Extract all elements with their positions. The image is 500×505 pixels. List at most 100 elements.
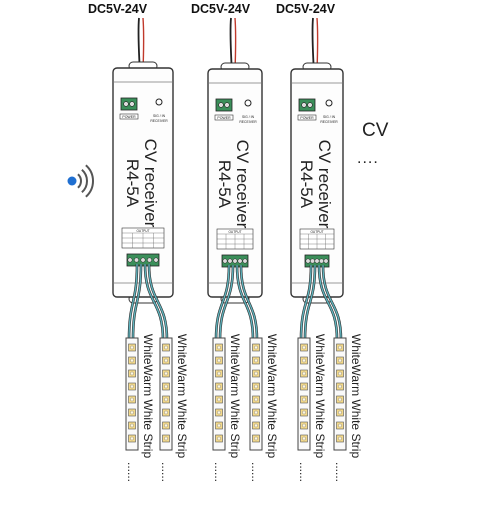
button-label: SIG / IN — [242, 115, 255, 119]
screw-icon — [129, 101, 135, 107]
output-wire-teal — [236, 264, 254, 341]
led-dot — [302, 345, 306, 350]
receiver-name: CV receiver — [233, 140, 252, 229]
led-strip: WhiteWarm White Strip...... — [297, 334, 327, 482]
learn-button-icon — [155, 98, 163, 106]
power-input-label-2: DC5V-24V — [191, 2, 251, 16]
led-dot — [164, 397, 168, 402]
screw-icon — [134, 257, 139, 263]
screw-icon — [147, 257, 152, 263]
output-table-title: OUTPUT — [136, 229, 149, 233]
strip-body — [159, 337, 173, 451]
input-terminal-block — [120, 97, 138, 111]
led-dot — [217, 345, 221, 350]
led-dot — [254, 358, 258, 363]
led-strip: WhiteWarm White Strip...... — [333, 334, 363, 482]
output-table-title: OUTPUT — [228, 230, 241, 234]
led-strip: WhiteWarm White Strip...... — [159, 334, 189, 482]
button-label: SIG / IN — [153, 114, 166, 118]
screw-icon — [218, 102, 224, 108]
led-dot — [302, 423, 306, 428]
led-dot — [302, 358, 306, 363]
led-dot — [164, 410, 168, 415]
led-dot — [302, 410, 306, 415]
signal-arc — [85, 164, 94, 198]
power-label-box — [119, 113, 139, 120]
output-wire-teal — [240, 264, 258, 341]
strip-ellipsis: ...... — [333, 462, 347, 482]
led-strip: WhiteWarm White Strip...... — [212, 334, 242, 482]
strip-label: WhiteWarm White Strip — [313, 334, 327, 459]
output-wire-teal — [128, 263, 138, 341]
led-dot — [130, 436, 134, 441]
led-dot — [302, 436, 306, 441]
led-dot — [302, 384, 306, 389]
button-sub-label: RECEIVER — [150, 119, 168, 123]
output-wire-teal — [300, 264, 312, 341]
led-dot — [130, 358, 134, 363]
led-dot — [164, 384, 168, 389]
power-label-box — [297, 114, 317, 121]
signal-arc — [81, 168, 88, 194]
receiver-model: R4-5A — [297, 160, 316, 209]
strip-body — [125, 337, 139, 451]
strip-label-group: WhiteWarm White Strip — [228, 334, 242, 459]
led-dot — [302, 371, 306, 376]
led-dot — [338, 345, 342, 350]
led-dot — [254, 436, 258, 441]
strip-label-group: WhiteWarm White Strip — [141, 334, 155, 459]
button-label: SIG / IN — [323, 115, 336, 119]
strip-label: WhiteWarm White Strip — [175, 334, 189, 459]
screw-icon — [242, 258, 248, 264]
power-input-label-3: DC5V-24V — [276, 2, 336, 16]
strip-body — [297, 337, 311, 451]
led-dot — [217, 358, 221, 363]
receiver-model: R4-5A — [215, 160, 234, 209]
input-terminal-block — [298, 98, 316, 112]
screw-icon — [323, 258, 329, 264]
strip-ellipsis: ...... — [249, 462, 263, 482]
screw-icon — [301, 102, 307, 108]
led-dot — [338, 384, 342, 389]
receiver-name: CV receiver — [141, 139, 160, 228]
power-terminal-label: POWER — [122, 115, 136, 119]
led-dot — [164, 358, 168, 363]
led-dot — [217, 397, 221, 402]
led-dot — [338, 410, 342, 415]
led-dot — [254, 397, 258, 402]
output-wire-teal — [318, 264, 338, 341]
strip-label-group: WhiteWarm White Strip — [349, 334, 363, 459]
strip-label: WhiteWarm White Strip — [265, 334, 279, 459]
led-dot — [254, 410, 258, 415]
led-dot — [338, 371, 342, 376]
strip-dots-group: ...... — [333, 462, 347, 482]
led-dot — [130, 397, 134, 402]
output-wire-teal — [148, 263, 168, 341]
output-wire-teal — [304, 264, 316, 341]
output-wire-teal — [215, 264, 230, 341]
strip-label-group: WhiteWarm White Strip — [265, 334, 279, 459]
strip-ellipsis: ...... — [125, 462, 139, 482]
output-wire-teal — [144, 263, 164, 341]
input-terminal-block — [215, 98, 233, 112]
led-dot — [254, 384, 258, 389]
led-dot — [130, 384, 134, 389]
led-dot — [254, 423, 258, 428]
power-label-box — [214, 114, 234, 121]
power-terminal-label: POWER — [217, 116, 231, 120]
strip-label: WhiteWarm White Strip — [141, 334, 155, 459]
screw-icon — [310, 258, 315, 264]
strip-dots-group: ...... — [297, 462, 311, 482]
strip-body — [249, 337, 263, 451]
strip-body — [333, 337, 347, 451]
screw-icon — [123, 101, 129, 107]
led-dot — [130, 345, 134, 350]
strip-label: WhiteWarm White Strip — [349, 334, 363, 459]
led-dot — [338, 436, 342, 441]
cv-label: CV — [362, 120, 389, 141]
led-dot — [217, 423, 221, 428]
strip-dots-group: ...... — [125, 462, 139, 482]
screw-icon — [153, 257, 159, 263]
